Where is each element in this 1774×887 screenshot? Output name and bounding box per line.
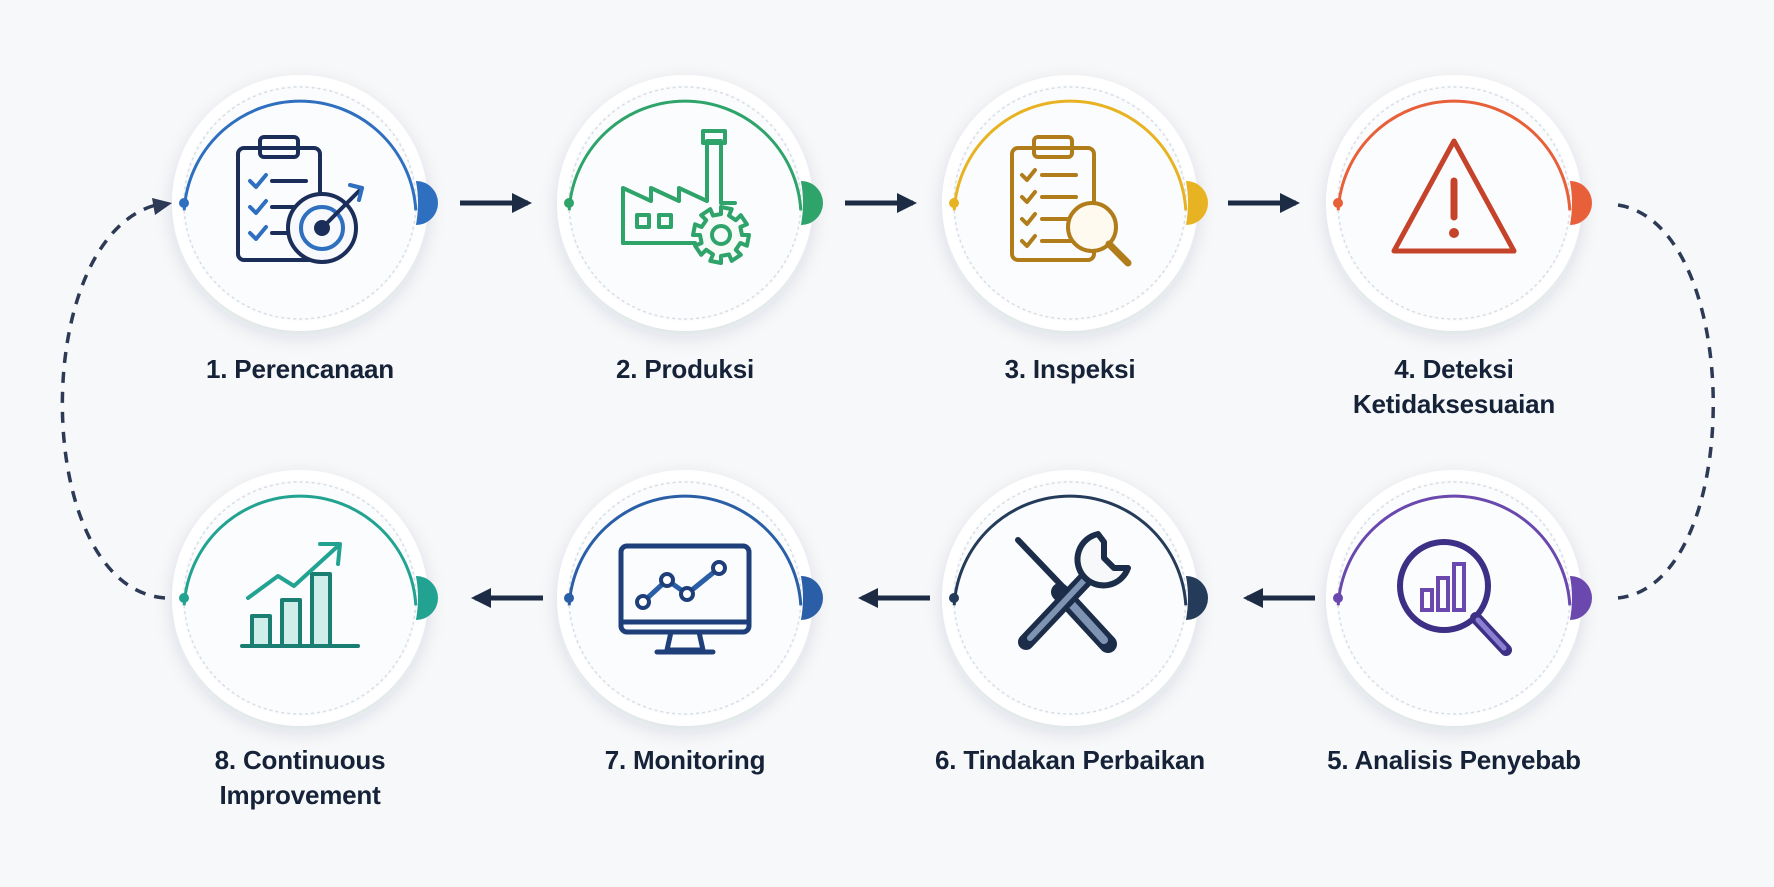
step-node-3 <box>942 75 1208 331</box>
chart-magnifier-icon <box>1397 539 1512 656</box>
loop-connector-left <box>60 202 166 600</box>
loop-connector-right <box>1617 203 1715 600</box>
step-node-face <box>567 85 803 321</box>
step-node-dot <box>179 593 189 603</box>
step-node-4 <box>1326 75 1592 331</box>
step-node-dot <box>564 198 574 208</box>
step-label-1: 1. Perencanaan <box>206 354 394 384</box>
step-node-arc <box>1336 99 1572 211</box>
step-node-dot <box>949 198 959 208</box>
step-node-dot <box>564 593 574 603</box>
step-node-dot <box>1333 198 1343 208</box>
tools-icon <box>1015 531 1131 653</box>
step-node-face <box>952 85 1188 321</box>
step-label-6: 6. Tindakan Perbaikan <box>935 745 1205 775</box>
step-node-8 <box>172 470 438 726</box>
step-label-5: 5. Analisis Penyebab <box>1327 745 1581 775</box>
loop-connector-left-arrowhead <box>152 198 172 215</box>
step-label-3: 3. Inspeksi <box>1004 354 1136 384</box>
step-node-2 <box>557 75 823 331</box>
step-node-arc <box>182 494 418 606</box>
warning-triangle-icon <box>1391 138 1517 254</box>
step-label-2: 2. Produksi <box>616 354 754 384</box>
clipboard-magnifier-icon <box>1010 135 1132 267</box>
monitor-chart-icon <box>618 543 752 655</box>
step-node-1 <box>172 75 438 331</box>
step-node-dot <box>179 198 189 208</box>
step-node-arc <box>182 99 418 211</box>
step-node-7 <box>557 470 823 726</box>
step-node-arc <box>1336 494 1572 606</box>
step-node-5 <box>1326 470 1592 726</box>
step-node-arc <box>567 494 803 606</box>
step-node-arc <box>567 99 803 211</box>
clipboard-target-icon <box>236 135 364 264</box>
step-node-dot <box>949 593 959 603</box>
step-node-arc <box>952 99 1188 211</box>
step-node-dot <box>1333 593 1343 603</box>
step-label-7: 7. Monitoring <box>604 745 766 775</box>
factory-gear-icon <box>621 129 751 265</box>
step-node-arc <box>952 494 1188 606</box>
step-node-6 <box>942 470 1208 726</box>
growth-chart-icon <box>240 542 360 648</box>
